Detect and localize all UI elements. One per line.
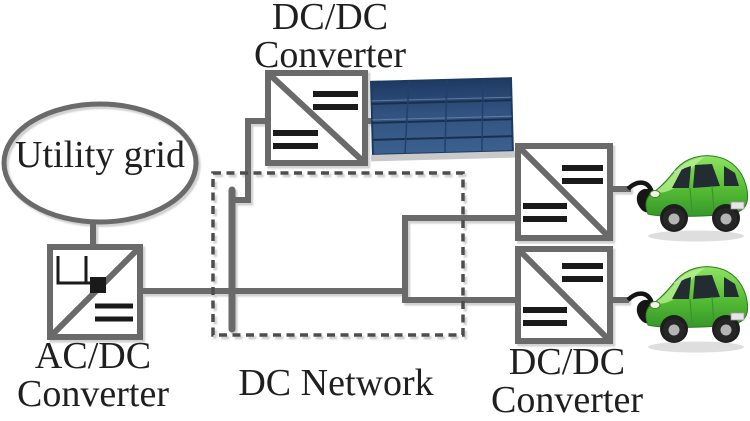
ev1-dc-bars-top-icon xyxy=(562,165,603,184)
pv-converter-label-line2: Converter xyxy=(254,34,406,76)
ev-car-top xyxy=(628,156,748,242)
acdc-dc-bars-icon xyxy=(95,303,133,322)
ev1-dc-bars-bottom-icon xyxy=(523,203,567,222)
utility-grid-ellipse xyxy=(1,101,199,225)
acdc-converter-label-line2: Converter xyxy=(17,373,169,415)
converter-symbols-layer xyxy=(56,91,603,326)
ev-converter-label: DC/DC Converter xyxy=(491,343,643,419)
solar-panel-column-lines xyxy=(404,78,484,155)
solar-panel-row-lines xyxy=(371,99,513,141)
utility-grid-label: Utility grid xyxy=(15,134,185,176)
dc-network-label: DC Network xyxy=(238,362,434,404)
ev2-dc-bars-top-icon xyxy=(562,263,603,282)
solar-panel-frame-edge xyxy=(370,151,516,162)
pv-dc-bars-top-icon xyxy=(313,91,358,110)
ev2-converter-diagonal xyxy=(515,246,613,344)
pv-converter-label-line1: DC/DC xyxy=(271,0,389,38)
ev-car-bottom xyxy=(628,267,748,353)
dc-network-boundary xyxy=(211,171,465,337)
pv-converter-label: DC/DC Converter xyxy=(254,0,406,74)
ev1-converter-diagonal xyxy=(515,143,613,241)
acdc-converter-label: AC/DC Converter xyxy=(17,337,169,413)
solar-panel-highlight-lines xyxy=(371,96,512,121)
acdc-converter-label-line1: AC/DC xyxy=(34,335,152,377)
diagonal-node-square xyxy=(90,277,106,293)
ev-converter-label-line2: Converter xyxy=(491,379,643,421)
ev-converter-label-line1: DC/DC xyxy=(508,341,626,383)
solar-panel-image xyxy=(370,77,516,162)
pv-converter-diagonal xyxy=(265,70,368,166)
pv-dc-bars-bottom-icon xyxy=(273,130,318,149)
pv-converter-to-bus-wire xyxy=(232,118,269,203)
square-wave-icon xyxy=(56,256,99,285)
wiring-layer xyxy=(1,70,631,344)
ev2-dc-bars-bottom-icon xyxy=(523,307,567,326)
